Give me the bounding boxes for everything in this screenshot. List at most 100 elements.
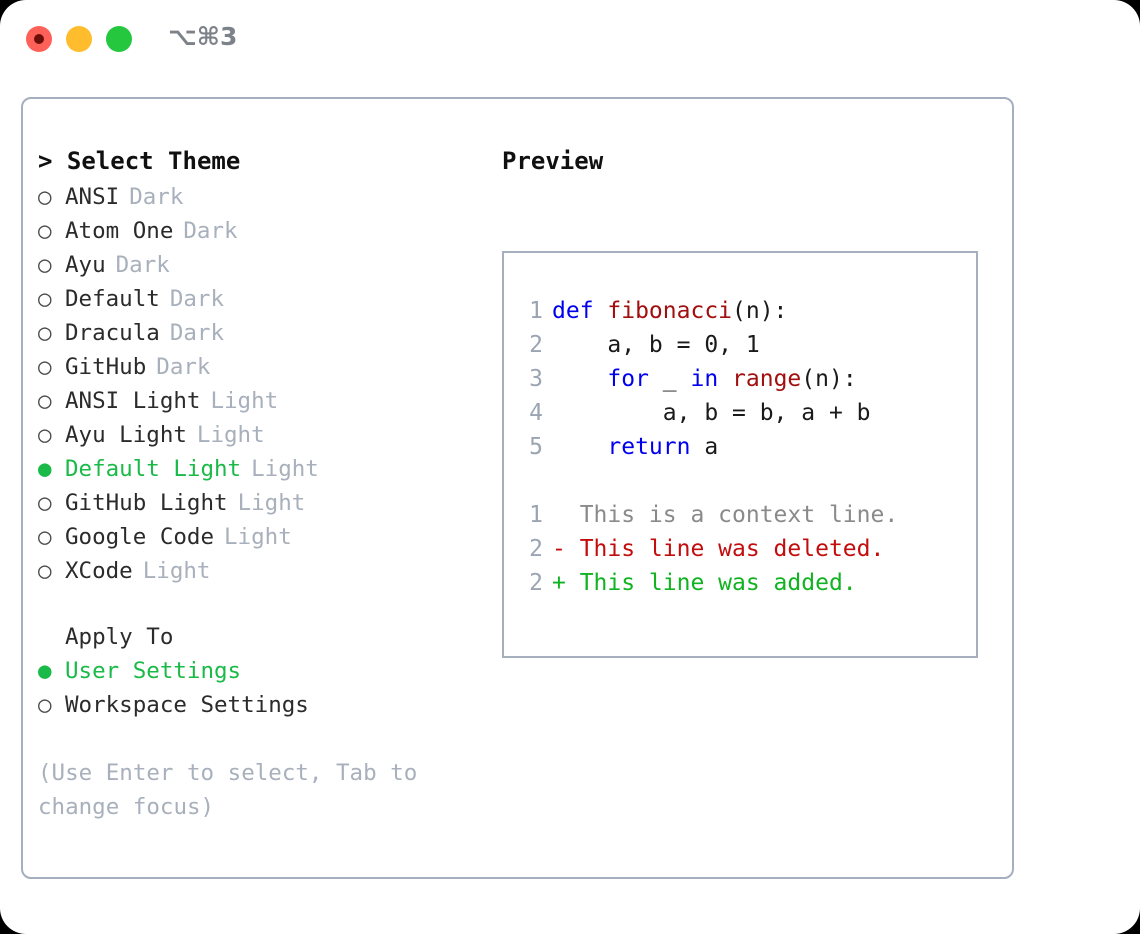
theme-name-label: ANSI	[65, 184, 120, 210]
diff-line: 2+ This line was added.	[513, 566, 898, 600]
apply-to-item[interactable]: ● User Settings	[38, 654, 493, 688]
radio-unselected-icon[interactable]: ○	[38, 558, 52, 584]
apply-to-label: User Settings	[65, 658, 242, 684]
radio-unselected-icon[interactable]: ○	[38, 354, 52, 380]
diff-line: 2 - This line was deleted.	[513, 532, 898, 566]
theme-list-item[interactable]: ○ GitHub Light Light	[38, 486, 493, 520]
theme-list-item[interactable]: ○ Ayu Dark	[38, 248, 493, 282]
keyboard-hint-text: (Use Enter to select, Tab to change focu…	[38, 760, 418, 820]
radio-unselected-icon[interactable]: ○	[38, 692, 52, 718]
code-token	[552, 434, 607, 460]
theme-variant-label: Light	[251, 456, 319, 482]
code-token: for	[607, 366, 649, 392]
line-number: 3	[529, 366, 543, 392]
apply-to-item[interactable]: ○ Workspace Settings	[38, 688, 493, 722]
apply-to-header: Apply To	[65, 624, 174, 650]
code-line: 2 a, b = 0, 1	[513, 328, 898, 362]
theme-variant-label: Dark	[115, 252, 170, 278]
title-bar: ⌥⌘3	[0, 0, 1140, 80]
code-token: def	[552, 298, 608, 324]
diff-line: 1 This is a context line.	[513, 498, 898, 532]
theme-name-label: GitHub Light	[65, 490, 228, 516]
line-number: 2	[529, 536, 543, 562]
theme-variant-label: Light	[142, 558, 211, 584]
theme-name-label: GitHub	[65, 354, 147, 380]
theme-name-label: Ayu Light	[65, 422, 187, 448]
line-number: 5	[529, 434, 543, 460]
theme-list-item[interactable]: ○ ANSI Light Light	[38, 384, 493, 418]
radio-unselected-icon[interactable]: ○	[38, 490, 52, 516]
line-number: 4	[529, 400, 543, 426]
theme-variant-label: Dark	[169, 286, 225, 312]
code-token: range	[732, 366, 802, 392]
diff-text: + This line was added.	[552, 570, 857, 596]
code-line: 3 for _ in range(n):	[513, 362, 898, 396]
theme-list-item[interactable]: ○ Ayu Light Light	[38, 418, 493, 452]
select-theme-header: > Select Theme	[38, 147, 241, 175]
diff-text: - This line was deleted.	[552, 536, 885, 562]
theme-list-item[interactable]: ○ ANSI Dark	[38, 180, 493, 214]
radio-unselected-icon[interactable]: ○	[38, 524, 52, 550]
radio-unselected-icon[interactable]: ○	[38, 184, 52, 210]
code-token: a, b = b, a + b	[552, 400, 871, 426]
apply-to-label: Workspace Settings	[65, 692, 309, 718]
code-spacer	[513, 464, 898, 498]
theme-list-item[interactable]: ● Default Light Light	[38, 452, 493, 486]
theme-variant-label: Light	[224, 524, 292, 550]
theme-name-label: XCode	[65, 558, 133, 584]
code-line: 4 a, b = b, a + b	[513, 396, 898, 430]
theme-variant-label: Light	[196, 422, 265, 448]
line-number: 1	[529, 298, 543, 324]
line-number: 2	[529, 332, 543, 358]
theme-variant-label: Dark	[183, 218, 238, 244]
theme-name-label: Default Light	[65, 456, 242, 482]
radio-unselected-icon[interactable]: ○	[38, 218, 52, 244]
theme-list-item[interactable]: ○ Google Code Light	[38, 520, 493, 554]
theme-list-item[interactable]: ○ Atom One Dark	[38, 214, 493, 248]
maximize-window-icon[interactable]	[106, 26, 132, 52]
radio-unselected-icon[interactable]: ○	[38, 388, 52, 414]
theme-list-item[interactable]: ○ XCode Light	[38, 554, 493, 588]
spacer	[38, 722, 493, 756]
apply-to-list[interactable]: ● User Settings ○ Workspace Settings	[38, 654, 493, 722]
diff-text: This is a context line.	[552, 502, 899, 528]
close-window-icon[interactable]	[26, 26, 52, 52]
theme-name-label: ANSI Light	[65, 388, 201, 414]
spacer	[38, 588, 493, 620]
theme-variant-label: Light	[237, 490, 306, 516]
code-token: a, b = 0, 1	[552, 332, 760, 358]
code-token: (n):	[732, 298, 788, 324]
radio-selected-icon[interactable]: ●	[38, 658, 52, 684]
line-number: 1	[529, 502, 543, 528]
theme-list-item[interactable]: ○ GitHub Dark	[38, 350, 493, 384]
theme-variant-label: Dark	[129, 184, 184, 210]
preview-header: Preview	[502, 147, 604, 175]
theme-name-label: Atom One	[65, 218, 174, 244]
radio-unselected-icon[interactable]: ○	[38, 422, 52, 448]
theme-variant-label: Dark	[156, 354, 211, 380]
code-token	[552, 366, 607, 392]
minimize-window-icon[interactable]	[66, 26, 92, 52]
code-line: 5 return a	[513, 430, 898, 464]
radio-unselected-icon[interactable]: ○	[38, 286, 52, 312]
theme-variant-label: Light	[210, 388, 279, 414]
radio-unselected-icon[interactable]: ○	[38, 320, 52, 346]
keyboard-shortcut-label: ⌥⌘3	[168, 22, 238, 51]
code-token: return	[607, 434, 691, 460]
code-token: fibonacci	[607, 298, 733, 324]
theme-name-label: Google Code	[65, 524, 215, 550]
theme-variant-label: Dark	[169, 320, 225, 346]
code-token: in	[690, 366, 719, 392]
radio-selected-icon[interactable]: ●	[38, 456, 52, 482]
code-token	[718, 366, 732, 392]
radio-unselected-icon[interactable]: ○	[38, 252, 52, 278]
code-token: _	[648, 366, 691, 392]
theme-name-label: Ayu	[65, 252, 106, 278]
